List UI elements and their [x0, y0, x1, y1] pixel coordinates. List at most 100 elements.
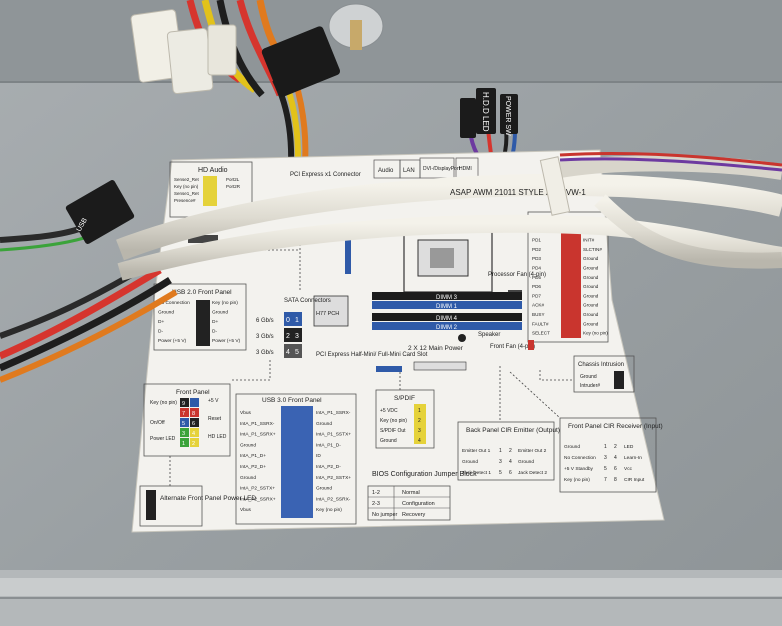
usb3-left-pin-1: IntA_P1_SSRX-: [240, 421, 275, 427]
psu-connector-black: [261, 26, 341, 97]
io-hdmi-label: HDMI: [459, 166, 472, 172]
bios-row-1-jumper: 2-3: [372, 501, 380, 507]
usb3-right-pin-3: IntA_P1_D-: [316, 442, 341, 448]
sata-port-3: 3: [295, 333, 299, 340]
cir-receiver-right-0: LED: [624, 444, 634, 450]
printer-right-pin-12: Key (no pin): [583, 331, 608, 336]
motherboard-diagram-sticker: HD Audio Sense2_Ret Key (no pin) Sense1_…: [131, 149, 665, 533]
cir-receiver-right-3: CIR Input: [624, 477, 645, 483]
standoff-screw: [328, 3, 384, 50]
front-panel-pin-8: 8: [192, 411, 195, 417]
cir-emitter-num-1: 2: [509, 448, 512, 454]
hd-audio-title: HD Audio: [198, 167, 228, 174]
white-cable-bundle: ASAP AWM 21011 STYLE 2835 VW-1: [116, 151, 782, 281]
cir-emitter-num-2: 3: [499, 459, 502, 465]
usb3-right-pin-1: Ground: [316, 421, 332, 427]
io-audio-label: Audio: [378, 168, 394, 174]
printer-left-pin-3: PD2: [532, 247, 541, 252]
pch-label: H77 PCH: [316, 311, 339, 317]
usb2-right-pin-1: Ground: [212, 310, 228, 316]
sata-speed-3gbs-b: 3 Gb/s: [256, 350, 274, 356]
usb2-right-pin-4: Power (+5 V): [212, 338, 241, 344]
h77-pch-chip: H77 PCH: [313, 295, 349, 327]
front-fan-label: Front Fan (4-pin): [490, 344, 535, 350]
bios-row-2-jumper: No jumper: [372, 512, 398, 518]
io-lan-label: LAN: [403, 168, 415, 174]
processor-fan-label-line1: Processor Fan (4-pin): [488, 272, 546, 278]
usb3-left-pin-7: IntA_P2_SSTX+: [240, 486, 275, 492]
usb3-left-pin-9: Vbus: [240, 507, 252, 513]
usb2-left-pin-1: Ground: [158, 310, 174, 316]
front-panel-pin-4: 4: [192, 431, 195, 437]
bios-config-title: BIOS Configuration Jumper Block: [372, 471, 477, 478]
processor-socket: Processor Socket Battery: [345, 223, 493, 293]
front-panel-pin-6: 6: [192, 421, 195, 427]
printer-left-pin-12: SELECT: [532, 331, 550, 336]
spdif-pin-3: Ground: [380, 438, 397, 444]
usb3-right-pin-7: Ground: [316, 486, 332, 492]
psu-connector-white: [130, 9, 237, 95]
cir-receiver-right-1: Learn-In: [624, 455, 642, 461]
printer-left-pin-2: PD1: [532, 238, 541, 243]
usb2-front-panel-header: USB 2.0 Front Panel No ConnectionGroundD…: [153, 283, 247, 351]
front-panel-pin-2: 2: [192, 441, 195, 447]
dimm-slot-1: [372, 301, 522, 309]
usb-cable-connector: USB: [0, 180, 135, 252]
cir-emitter-left-0: Emitter Out 1: [462, 448, 491, 454]
front-panel-pin-3: 3: [182, 431, 185, 437]
chassis-intrusion-pin-0: Ground: [580, 374, 597, 380]
printer-left-pin-8: PD7: [532, 293, 541, 298]
cir-receiver-num-6: 7: [604, 477, 607, 483]
front-panel-onoff: On/Off: [150, 420, 165, 426]
cir-emitter-header: Back Panel CIR Emitter (Output) Emitter …: [457, 421, 560, 481]
cir-emitter-left-1: Ground: [462, 459, 478, 465]
front-panel-pin-7: 7: [182, 411, 185, 417]
cir-emitter-num-3: 4: [509, 459, 512, 465]
sata-speed-3gbs-a: 3 Gb/s: [256, 334, 274, 340]
printer-right-pin-3: SLCTIN#: [583, 247, 602, 252]
front-panel-pin-9: 9: [182, 401, 185, 407]
bios-row-2-mode: Recovery: [402, 512, 425, 518]
usb3-right-pin-9: Key (no pin): [316, 507, 342, 513]
chassis-intrusion-title: Chassis Intrusion: [578, 362, 624, 368]
alternate-front-panel-led: Alternate Front Panel Power LED: [139, 485, 256, 527]
usb2-title: USB 2.0 Front Panel: [172, 289, 232, 296]
hd-audio-pin-0: Port2L: [226, 177, 240, 182]
cir-emitter-num-4: 5: [499, 470, 502, 476]
usb3-title: USB 3.0 Front Panel: [262, 397, 322, 404]
cir-receiver-left-1: No Connection: [564, 455, 596, 461]
cir-receiver-right-2: Vcc: [624, 466, 633, 472]
cir-receiver-num-4: 5: [604, 466, 607, 472]
usb3-left-pin-0: Vbus: [240, 410, 252, 416]
cir-receiver-title: Front Panel CIR Receiver (Input): [568, 423, 663, 430]
cir-receiver-left-0: Ground: [564, 444, 580, 450]
usb3-left-pin-6: Ground: [240, 475, 256, 481]
cir-receiver-header: Front Panel CIR Receiver (Input) GroundN…: [559, 417, 663, 493]
sata-port-5: 5: [295, 349, 299, 356]
chassis-intrusion-header: Chassis Intrusion Ground Intruder#: [573, 355, 635, 393]
usb2-left-pin-0: No Connection: [158, 300, 190, 306]
usb2-left-pin-2: D+: [158, 319, 164, 325]
chassis-intrusion-pin-1: Intruder#: [580, 383, 600, 389]
spdif-pin-number-1: 2: [418, 418, 421, 424]
cir-emitter-right-2: Jack Detect 2: [518, 470, 547, 476]
front-panel-key: Key (no pin): [150, 400, 177, 406]
bios-row-0-jumper: 1-2: [372, 490, 380, 496]
front-panel-hd-led: HD LED: [208, 434, 227, 440]
printer-right-pin-8: Ground: [583, 293, 599, 298]
cable-tie: [539, 156, 571, 216]
main-power-label: 2 X 12 Main Power: [408, 345, 464, 352]
usb3-left-pin-3: Ground: [240, 442, 256, 448]
printer-right-pin-5: Ground: [583, 266, 599, 271]
cir-receiver-num-1: 2: [614, 444, 617, 450]
bios-row-1-mode: Configuration: [402, 501, 435, 507]
dimm-4-label: DIMM 4: [436, 316, 458, 322]
hd-audio-pin-2: Sense2_Ret: [174, 177, 200, 182]
usb3-right-pin-8: IntA_P2_SSRX-: [316, 496, 351, 502]
usb3-left-pin-2: IntA_P1_SSRX+: [240, 432, 276, 438]
sata-port-1: 1: [295, 317, 299, 324]
front-panel-5v: +5 V: [208, 398, 219, 404]
cir-receiver-left-2: +5 V Standby: [564, 466, 594, 472]
usb3-left-pin-5: IntA_P2_D+: [240, 464, 266, 470]
